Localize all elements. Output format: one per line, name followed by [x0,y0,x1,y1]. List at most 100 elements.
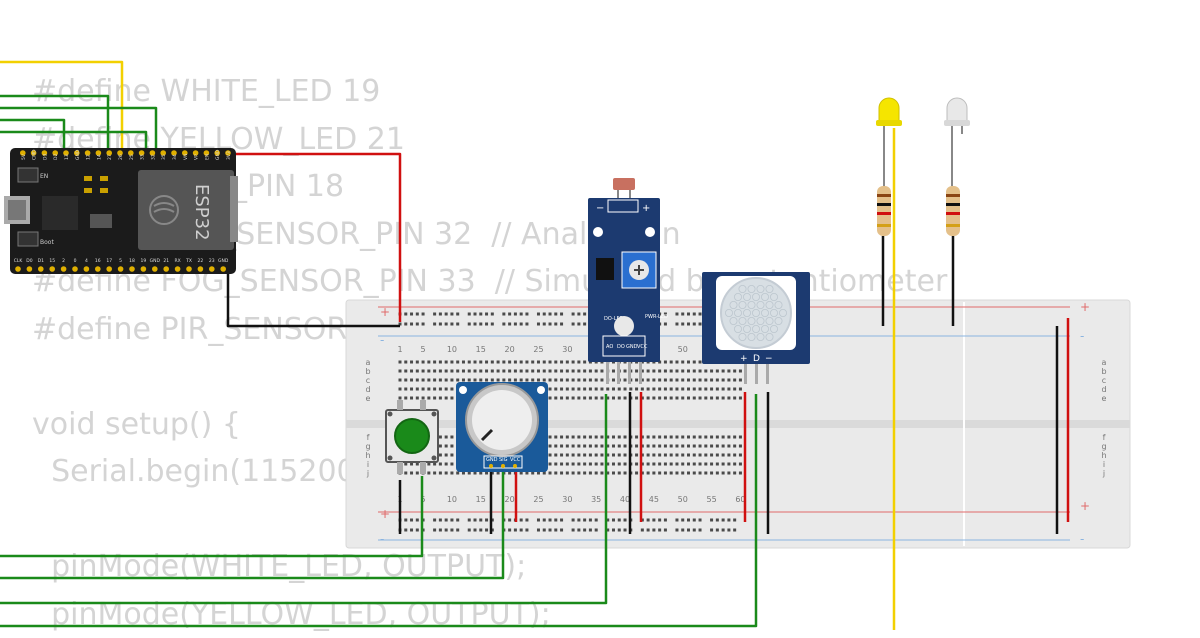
esp32-pin[interactable] [49,266,55,272]
yellow-led[interactable] [876,98,902,186]
esp32-pin-label: 15 [49,258,55,264]
comparator-chip [596,258,614,280]
ldr-plus-mark: + [642,203,650,214]
yellow-led-body [879,98,899,122]
esp32-pin-label: 3V3 [226,151,232,160]
esp32-pin-label: 34 [172,154,178,160]
potentiometer[interactable]: GND SIG VCC [456,382,548,472]
esp32-pin[interactable] [95,266,101,272]
esp32-pin[interactable] [15,266,21,272]
mount-hole [645,227,655,237]
esp32-pin[interactable] [198,266,204,272]
potentiometer-knob-face [472,390,532,450]
esp32-pin[interactable] [186,266,192,272]
rail-plus-label: + [1080,499,1090,513]
esp32-pin-label: 19 [141,258,147,264]
esp32-pin-label: 17 [106,258,112,264]
ldr-led-label: PWR-LED [645,314,668,320]
rail-plus-label: + [380,305,390,319]
row-letter: i [1103,460,1105,469]
pir-pin-label: D [753,354,760,364]
ldr-pin [639,362,642,384]
rail-plus-label: + [1080,300,1090,314]
esp32-antenna [230,176,238,242]
column-number: 10 [447,345,457,354]
esp32-pin-label: 5V [21,153,27,160]
rail-minus-label: - [380,532,384,546]
rail-minus-label: - [1080,329,1084,343]
esp32-pin[interactable] [129,266,135,272]
smd-component [84,188,92,193]
wire-green-esp-3[interactable] [0,120,64,152]
esp32-pin[interactable] [61,266,67,272]
pir-pin [755,364,758,384]
ldr-pin-label: AO [606,344,613,350]
resistor-white-led[interactable] [946,186,960,236]
rail-minus-label: - [1080,532,1084,546]
esp32-pin-label: VN [183,154,189,160]
esp32-pin[interactable] [141,266,147,272]
white-led[interactable] [944,98,970,186]
row-letter: b [365,367,370,376]
ldr-pin [617,362,620,384]
button-corner [432,412,437,417]
esp32-pin[interactable] [163,266,169,272]
esp32-pin-label: 13 [64,154,70,160]
esp32-pin[interactable] [84,266,90,272]
pushbutton[interactable] [386,400,438,474]
esp32-pin[interactable] [27,266,33,272]
ldr-pin [628,362,631,384]
pot-pin-label: SIG [499,457,508,463]
en-button-label: EN [40,173,48,180]
smd-component [100,176,108,181]
yellow-led-rim [876,120,902,126]
row-letter: a [366,358,371,367]
ldr-minus-mark: − [596,203,604,214]
smd-component [100,188,108,193]
button-leg [420,400,426,410]
row-letter: i [367,460,369,469]
esp32-board[interactable]: 3V3GNDENVPVN343532332526271412GND13D2D3C… [4,148,238,274]
column-number: 50 [678,495,688,504]
rail-plus-label: + [380,507,390,521]
pushbutton-cap[interactable] [395,419,429,453]
mount-hole [537,386,545,394]
en-button[interactable] [18,168,38,182]
esp32-pin-label: GND [75,149,81,160]
esp32-pin-label: GND [215,149,221,160]
esp32-pin[interactable] [175,266,181,272]
pot-pin-label: VCC [510,457,521,463]
esp32-pin[interactable] [106,266,112,272]
esp32-pin-label: D2 [53,154,59,160]
wire-green-esp-1[interactable] [0,96,108,152]
esp32-pin[interactable] [118,266,124,272]
esp32-pin-label: 22 [198,258,204,264]
resistor-yellow-led[interactable] [877,186,891,236]
esp32-pin-label: 21 [163,258,169,264]
boot-button[interactable] [18,232,38,246]
wire-green-esp-2[interactable] [0,108,156,152]
pot-pin [501,464,505,468]
esp32-pin-label: 33 [140,154,146,160]
esp32-pin-label: 0 [74,258,77,264]
column-number: 25 [533,495,543,504]
row-letter: c [1102,376,1106,385]
esp32-pin[interactable] [152,266,158,272]
esp32-pin-label: TX [185,258,192,264]
esp32-pin-label: D3 [42,154,48,160]
column-number: 15 [476,495,486,504]
esp32-pin[interactable] [72,266,78,272]
esp32-pin[interactable] [220,266,226,272]
column-number: 10 [447,495,457,504]
esp32-pin-label: VP [194,154,200,160]
esp32-pin-label: 2 [62,258,65,264]
esp32-pin-label: 14 [96,154,102,160]
ldr-sensor-module[interactable]: − + DO-LED PWR-LED AO DO GND VCC [588,178,668,384]
wire-red-3v3[interactable] [232,154,400,322]
row-letter: g [1101,442,1106,451]
row-letter: d [1101,385,1106,394]
esp32-pin[interactable] [38,266,44,272]
esp32-pin[interactable] [209,266,215,272]
